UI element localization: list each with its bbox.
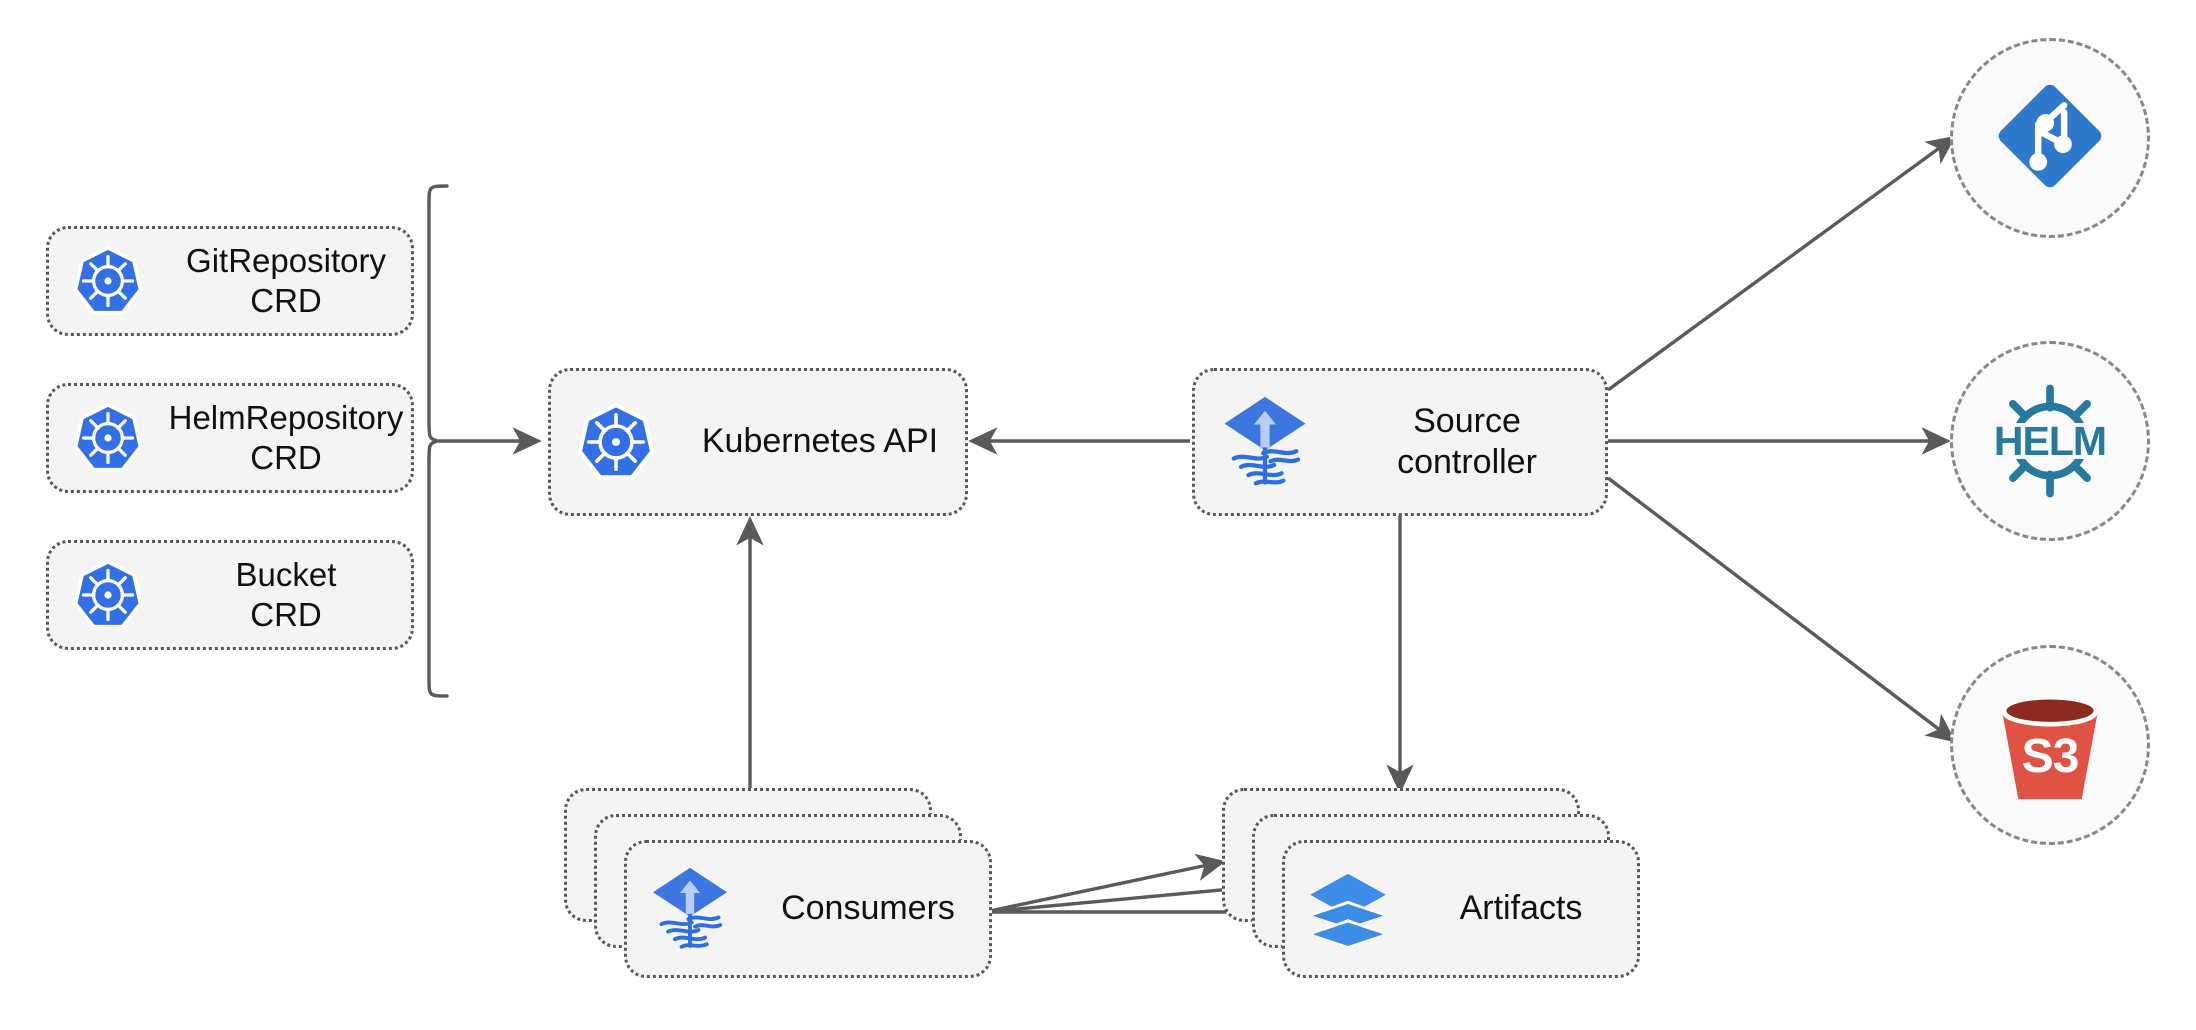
layers-icon (1285, 867, 1411, 951)
helm-icon: HELM (1986, 377, 2114, 505)
node-label: Source controller (1397, 401, 1537, 481)
git-icon (1991, 77, 2109, 200)
node-label: GitRepository CRD (186, 241, 386, 319)
node-git-source[interactable] (1950, 38, 2150, 238)
edge-consumers-to-artifacts-1 (984, 853, 1226, 914)
node-gitrepository-crd[interactable]: GitRepository CRD (46, 226, 414, 336)
kubernetes-icon (49, 559, 167, 631)
s3-wordmark: S3 (2021, 729, 2080, 783)
node-consumers[interactable]: Consumers (564, 788, 992, 980)
node-label: Kubernetes API (701, 422, 939, 461)
s3-bucket-icon: S3 (1984, 679, 2116, 811)
crd-group-brace (427, 184, 449, 698)
edge-source-controller-to-git (1606, 135, 1957, 392)
node-artifacts[interactable]: Artifacts (1222, 788, 1640, 980)
flux-icon (1195, 394, 1335, 490)
edge-source-controller-to-s3 (1606, 476, 1957, 743)
node-label: Artifacts (1459, 889, 1583, 928)
artifacts-card-front[interactable]: Artifacts (1282, 840, 1640, 978)
kubernetes-icon (49, 402, 167, 474)
edge-consumers-to-artifacts-2 (984, 875, 1257, 914)
node-kubernetes-api[interactable]: Kubernetes API (548, 368, 968, 516)
node-label: Bucket CRD (235, 555, 337, 633)
node-label: Consumers (781, 889, 955, 928)
node-helmrepository-crd[interactable]: HelmRepository CRD (46, 383, 414, 493)
consumers-card-front[interactable]: Consumers (624, 840, 992, 978)
node-helm-source[interactable]: HELM (1950, 341, 2150, 541)
flux-icon (627, 865, 753, 953)
node-s3-source[interactable]: S3 (1950, 645, 2150, 845)
node-source-controller[interactable]: Source controller (1192, 368, 1608, 516)
helm-wordmark: HELM (1993, 417, 2107, 464)
node-label: HelmRepository CRD (168, 398, 404, 476)
kubernetes-icon (49, 245, 167, 317)
kubernetes-icon (551, 402, 681, 482)
node-bucket-crd[interactable]: Bucket CRD (46, 540, 414, 650)
